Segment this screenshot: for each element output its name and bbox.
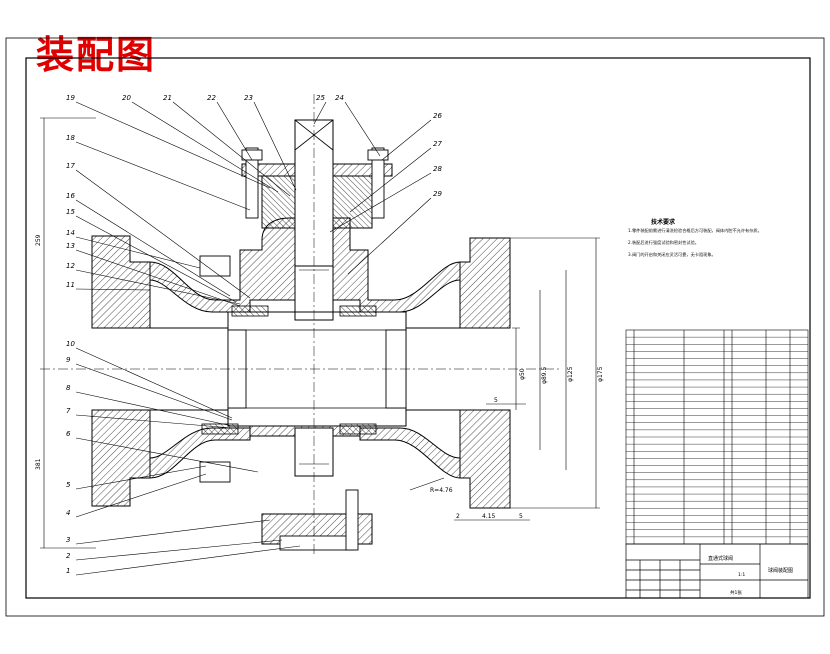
balloon-leader-29 <box>347 197 432 275</box>
balloon-24: 24 <box>335 94 344 102</box>
dim-bottom1: 4.15 <box>482 513 496 520</box>
title-scale: 1:1 <box>738 572 745 578</box>
balloon-9: 9 <box>66 356 71 364</box>
balloon-18: 18 <box>66 134 75 142</box>
dimension-texts: 259 381 φ50 φ89.5 φ125 φ175 4.15 5 2 5 R… <box>35 234 604 520</box>
balloon-8: 8 <box>66 384 71 392</box>
title-sheet: 共1张 <box>730 589 742 596</box>
balloon-leader-27 <box>349 147 432 213</box>
dim-left-bottom: 381 <box>35 458 42 470</box>
title-part-name: 直通式球阀 <box>708 555 733 562</box>
balloon-leader-20 <box>131 101 279 193</box>
dim-bore: φ50 <box>519 368 526 380</box>
balloon-leader-11 <box>75 288 151 291</box>
balloon-leader-18 <box>75 141 251 211</box>
balloon-25: 25 <box>316 94 325 102</box>
balloon-5: 5 <box>66 481 71 489</box>
balloon-leader-15 <box>75 215 237 303</box>
inner-border <box>25 57 811 599</box>
balloon-leader-14 <box>75 236 201 269</box>
balloon-leader-23 <box>253 101 297 191</box>
balloon-leader-10 <box>75 347 233 419</box>
balloon-leader-7 <box>75 414 233 429</box>
dim-flange: φ175 <box>597 366 604 382</box>
bom-rows <box>626 336 808 538</box>
balloon-leader-4 <box>75 473 207 518</box>
balloon-23: 23 <box>244 94 253 102</box>
balloon-6: 6 <box>66 430 71 438</box>
balloon-17: 17 <box>66 162 75 170</box>
balloon-leader-28 <box>329 172 432 233</box>
dim-inner1: φ89.5 <box>541 367 548 385</box>
balloon-leader-21 <box>172 101 291 197</box>
balloon-16: 16 <box>66 192 75 200</box>
notes-title: 技术要求 <box>651 219 676 226</box>
balloon-29: 29 <box>433 190 442 198</box>
balloon-2: 2 <box>66 552 71 560</box>
dim-mid: φ125 <box>567 366 574 382</box>
balloon-leader-9 <box>75 363 233 421</box>
balloon-12: 12 <box>66 262 75 270</box>
balloon-1: 1 <box>66 567 70 575</box>
balloon-leader-13 <box>75 249 241 307</box>
balloon-leader-19 <box>75 101 271 189</box>
note-line-3: 3.阀门的开启和关闭应灵活可靠，无卡阻现象。 <box>628 252 716 257</box>
balloon-leader-6 <box>75 437 259 473</box>
title-block <box>625 543 809 599</box>
balloon-21: 21 <box>163 94 172 102</box>
balloon-26: 26 <box>433 112 442 120</box>
balloon-20: 20 <box>122 94 131 102</box>
balloon-10: 10 <box>66 340 75 348</box>
balloon-4: 4 <box>66 509 70 517</box>
dim-radius: R=4.76 <box>430 487 453 494</box>
balloon-15: 15 <box>66 208 75 216</box>
balloon-19: 19 <box>66 94 75 102</box>
dim-bottom2: 5 <box>519 513 523 520</box>
balloon-leader-16 <box>75 199 231 297</box>
balloon-leader-25 <box>313 101 327 125</box>
balloon-7: 7 <box>66 407 71 415</box>
balloon-22: 22 <box>207 94 216 102</box>
balloon-leader-2 <box>75 539 283 561</box>
balloon-leader-3 <box>75 519 271 545</box>
dimension-lines <box>40 117 600 549</box>
balloon-leader-8 <box>75 391 233 427</box>
balloon-28: 28 <box>433 165 442 173</box>
valve-body-section <box>40 94 560 556</box>
dim-left-top: 259 <box>35 234 42 246</box>
dim-bottom3: 2 <box>456 513 460 520</box>
balloon-27: 27 <box>433 140 442 148</box>
outer-border <box>5 37 825 617</box>
title-drawing-name: 球阀装配图 <box>768 567 793 574</box>
drawing-title: 装配图 <box>36 32 157 77</box>
balloon-14: 14 <box>66 229 75 237</box>
balloon-leader-12 <box>75 269 241 305</box>
note-line-1: 1.零件装配前需进行清洗检验合格后方可装配，阀体内腔不允许有杂质。 <box>628 228 762 233</box>
dim-small: 5 <box>494 397 498 404</box>
balloon-leader-17 <box>75 169 251 299</box>
note-line-2: 2.装配后进行强度试验和密封性试验。 <box>628 240 699 245</box>
balloon-leader-1 <box>75 545 301 576</box>
balloon-11: 11 <box>66 281 75 289</box>
balloon-leader-5 <box>75 465 207 490</box>
balloon-13: 13 <box>66 242 75 250</box>
balloon-leader-26 <box>381 119 432 161</box>
balloon-leader-22 <box>216 101 253 161</box>
balloon-leader-24 <box>344 101 381 157</box>
balloon-3: 3 <box>66 536 70 544</box>
